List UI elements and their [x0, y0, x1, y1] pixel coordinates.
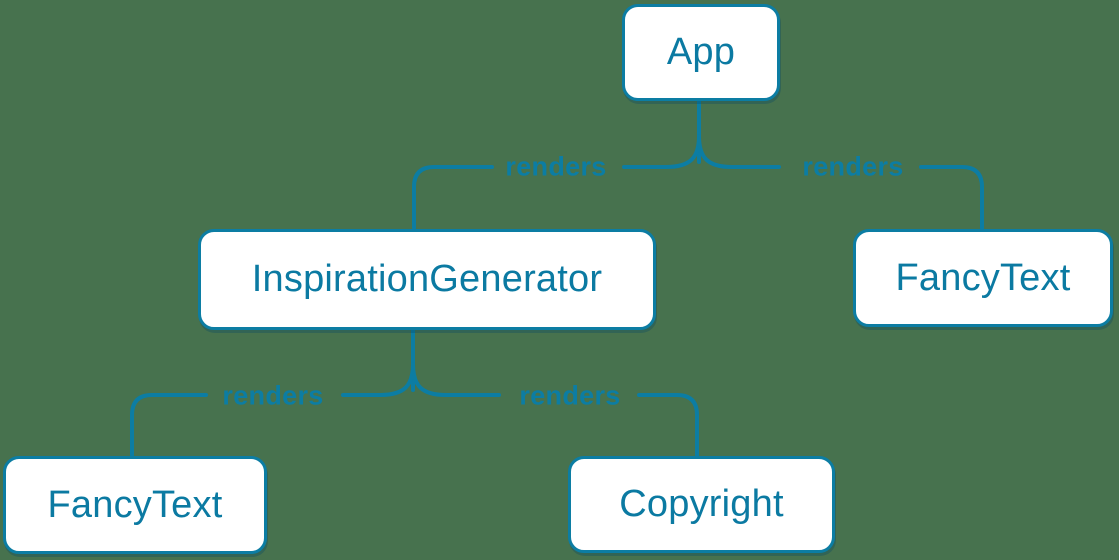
edge-ig-to-copyright-arm [411, 362, 501, 397]
node-fancy-text-bottom: FancyText [3, 456, 267, 554]
edge-app-to-ft-arm [697, 134, 781, 169]
node-app: App [622, 4, 780, 101]
node-fancy-text-top-label: FancyText [895, 256, 1071, 299]
edge-label-renders: renders [222, 380, 324, 411]
edge-label-renders: renders [505, 151, 607, 182]
edge-ig-to-copyright-tail [637, 393, 699, 457]
node-app-label: App [666, 31, 736, 73]
node-inspiration-generator-label: InspirationGenerator [251, 258, 603, 300]
node-copyright-label: Copyright [619, 483, 784, 525]
edge-label-renders: renders [519, 380, 621, 411]
node-inspiration-generator: InspirationGenerator [198, 229, 656, 330]
edge-app-to-ig-arm [622, 134, 701, 169]
node-fancy-text-bottom-label: FancyText [47, 483, 223, 526]
node-copyright: Copyright [568, 456, 835, 553]
edge-ig-to-ft-tail [130, 393, 208, 457]
node-fancy-text-top: FancyText [853, 229, 1113, 327]
edge-label-renders: renders [802, 151, 904, 182]
edge-app-to-ft-tail [919, 165, 984, 230]
edge-line-group [130, 98, 984, 457]
edge-ig-to-ft-arm [341, 362, 415, 397]
edge-app-to-ig-tail [412, 165, 494, 230]
